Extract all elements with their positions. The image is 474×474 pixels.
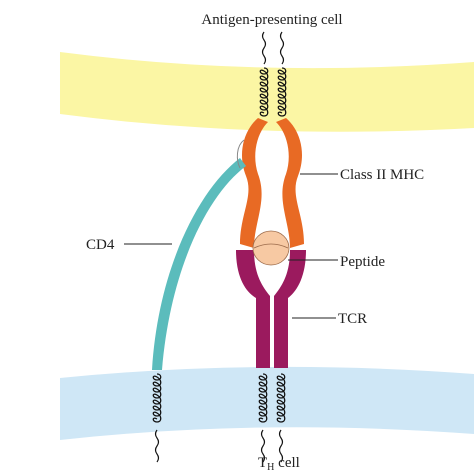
t-coil-tcr-left — [258, 373, 268, 423]
apc-coil-left — [259, 67, 269, 117]
label-th-cell-main: T — [258, 455, 267, 471]
cytoplasmic-tails — [154, 31, 285, 463]
tcr-chain-left — [236, 250, 270, 368]
label-antigen-presenting-cell: Antigen-presenting cell — [201, 12, 342, 28]
cd4-tip-arc — [236, 139, 245, 169]
mhc-chain-right — [276, 118, 304, 248]
apc-tail-left — [261, 31, 267, 65]
apc-transmembrane-coils — [259, 67, 287, 117]
tcr-chain-right — [274, 250, 306, 368]
tcr — [236, 250, 306, 368]
t-tail-tcr-left — [260, 429, 266, 463]
t-tail-tcr-right — [278, 429, 284, 463]
class-ii-mhc — [240, 118, 304, 248]
label-cd4: CD4 — [86, 237, 115, 253]
label-tcr: TCR — [338, 311, 367, 327]
t-cell-transmembrane-coils — [152, 373, 286, 423]
t-tail-cd4 — [154, 429, 160, 463]
cd4 — [152, 158, 246, 370]
label-th-cell-suffix: cell — [274, 455, 299, 471]
peptide-shape — [252, 230, 290, 266]
label-th-cell-sub: H — [267, 462, 274, 473]
t-coil-cd4 — [152, 373, 162, 423]
label-peptide: Peptide — [340, 254, 385, 270]
label-class-ii-mhc: Class II MHC — [340, 167, 424, 183]
t-cell-membrane — [60, 366, 474, 440]
apc-coil-right — [277, 67, 287, 117]
mhc-chain-left — [240, 118, 268, 248]
label-th-cell: TH cell — [258, 455, 300, 473]
apc-tail-right — [279, 31, 285, 65]
peptide-line — [253, 243, 289, 249]
peptide — [252, 230, 290, 266]
t-coil-tcr-right — [276, 373, 286, 423]
